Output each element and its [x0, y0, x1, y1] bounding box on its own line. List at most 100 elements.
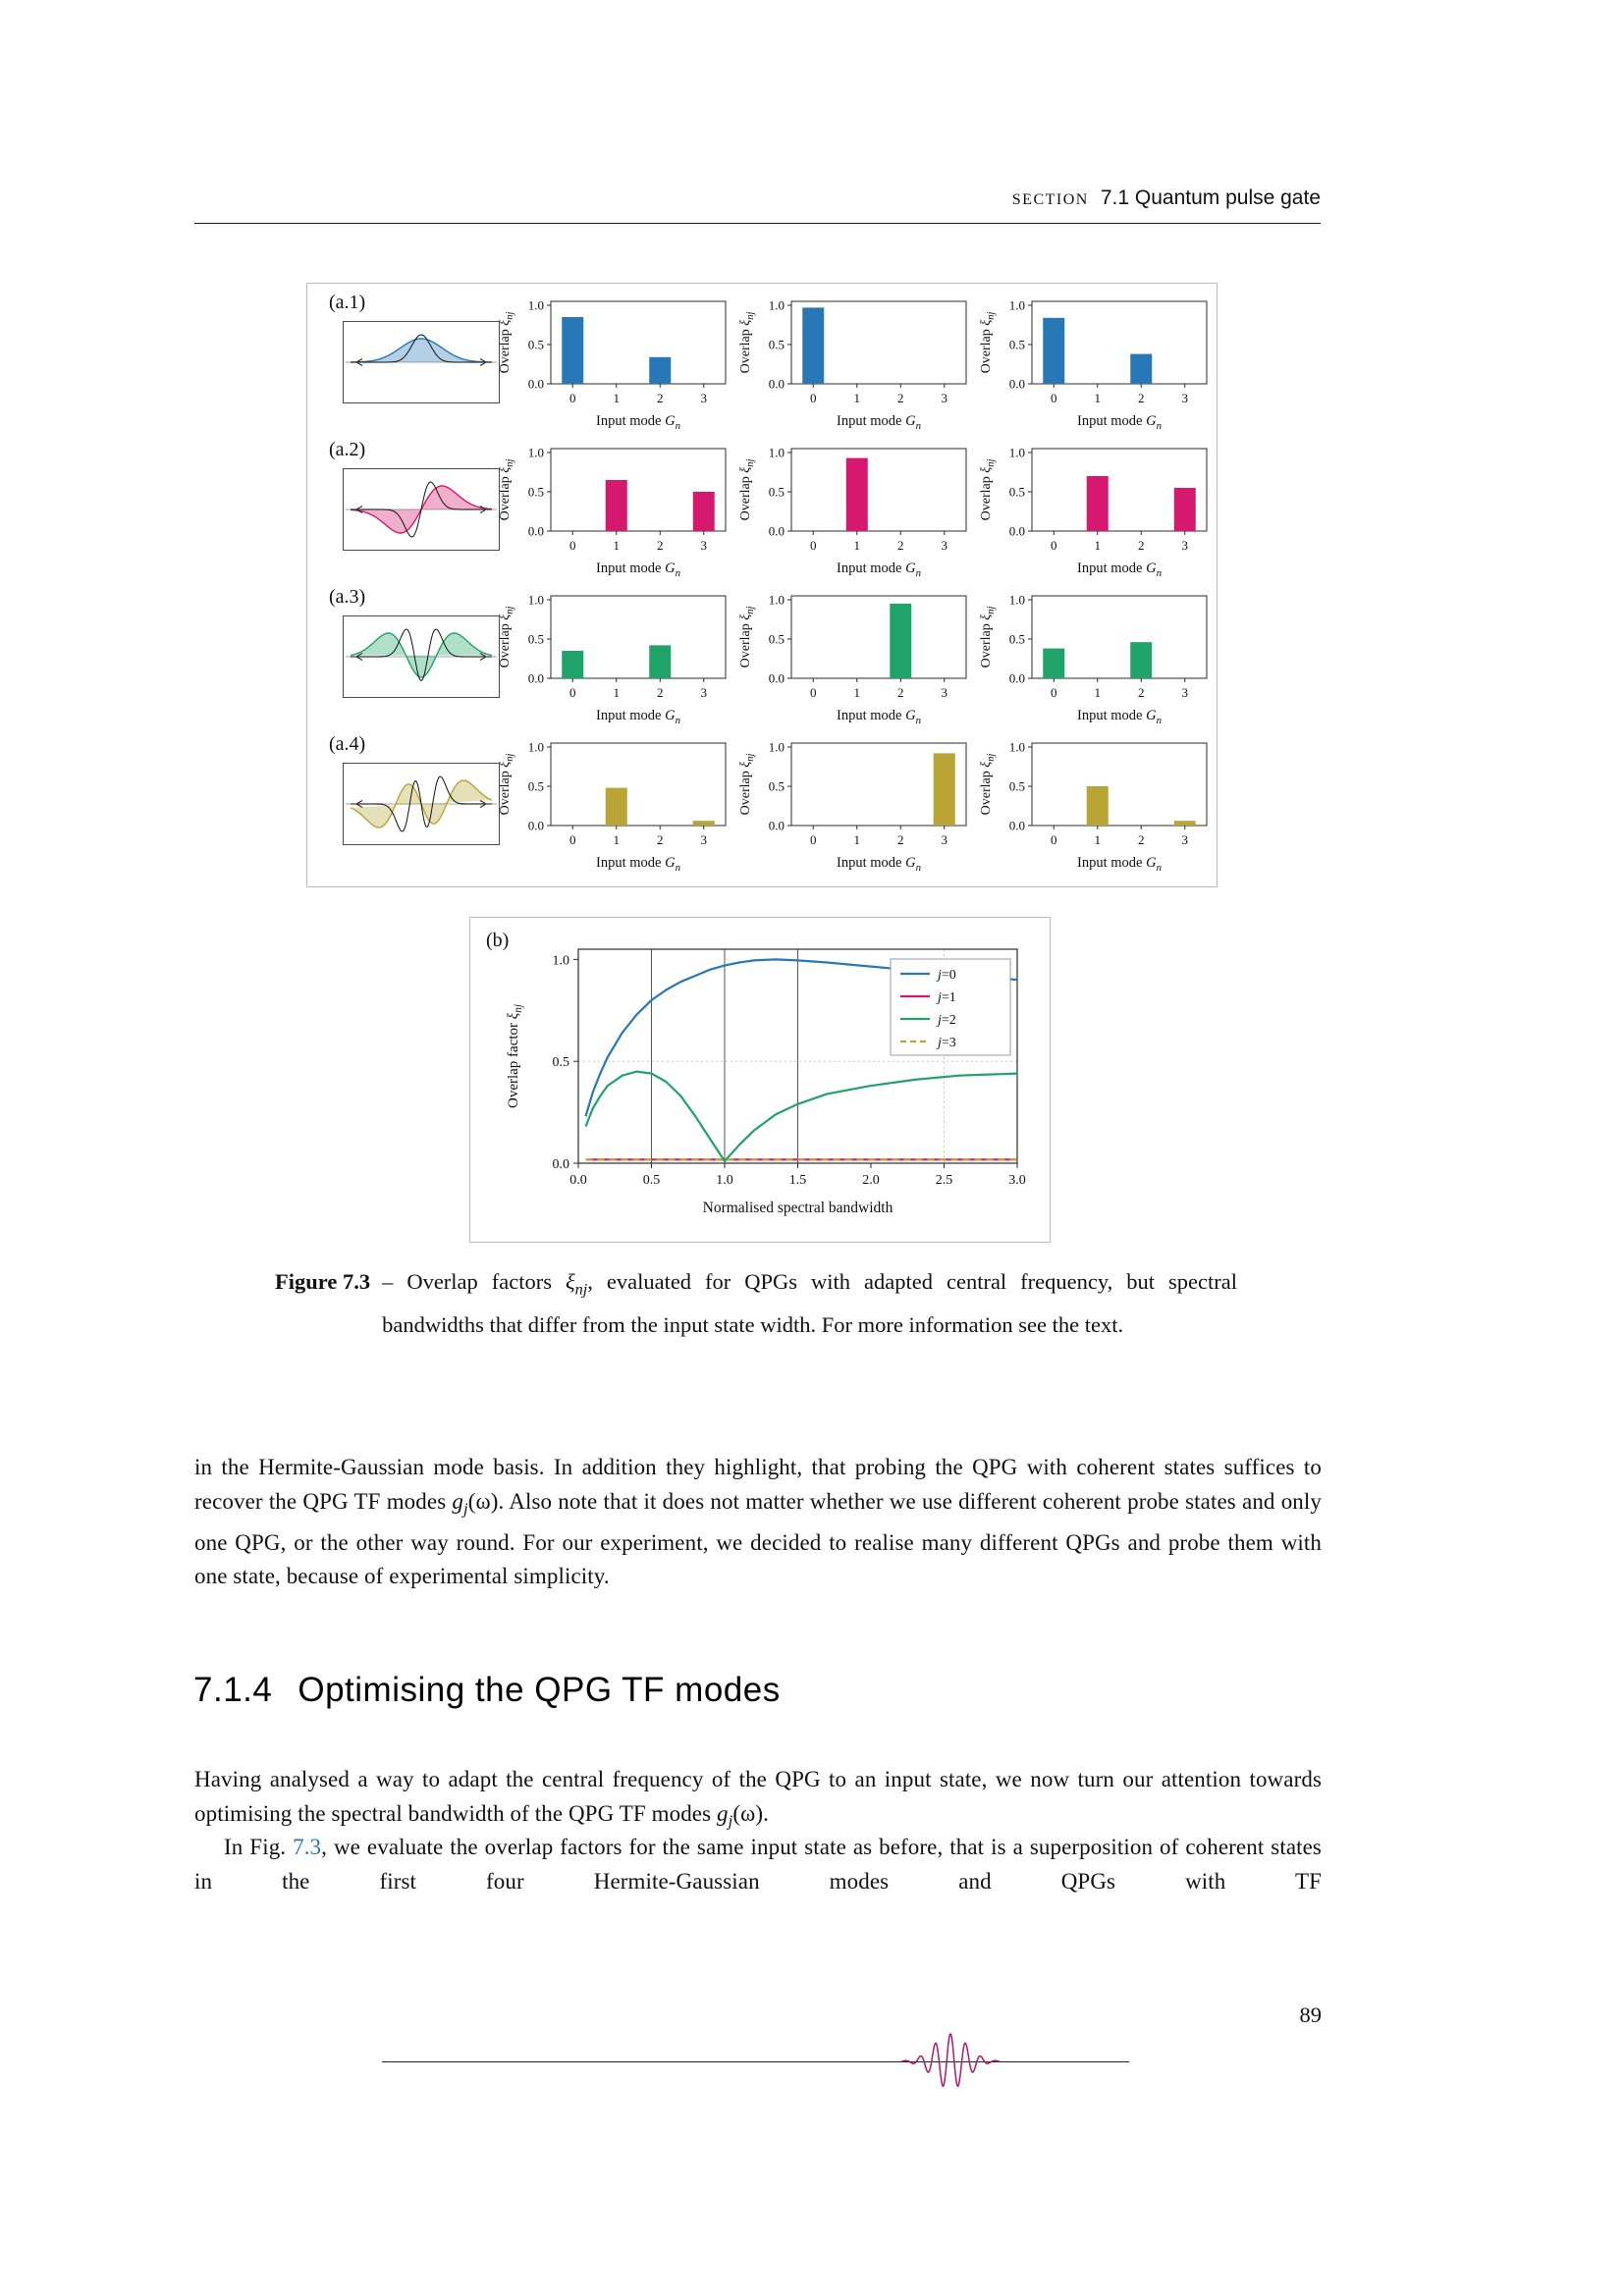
figure-caption-tag: Figure 7.3: [275, 1269, 371, 1294]
svg-text:0: 0: [1051, 685, 1057, 700]
svg-text:1: 1: [854, 685, 861, 700]
svg-text:Overlap ξnj: Overlap ξnj: [738, 312, 756, 374]
svg-text:1: 1: [614, 832, 621, 847]
svg-text:1.0: 1.0: [528, 298, 544, 313]
svg-text:3: 3: [942, 832, 948, 847]
svg-text:0: 0: [569, 538, 576, 553]
page-header: SECTION 7.1 Quantum pulse gate: [194, 187, 1321, 212]
svg-text:1: 1: [1095, 832, 1102, 847]
svg-text:0.0: 0.0: [569, 1173, 587, 1188]
panel-row-label: (a.2): [329, 439, 366, 460]
svg-text:2.0: 2.0: [862, 1173, 880, 1188]
svg-text:0: 0: [1051, 391, 1057, 405]
svg-text:0: 0: [1051, 538, 1057, 553]
svg-text:j=0: j=0: [936, 968, 956, 983]
svg-text:2: 2: [897, 391, 904, 405]
svg-text:0.0: 0.0: [553, 1157, 570, 1172]
panel-row-label: (a.4): [329, 733, 366, 755]
svg-text:0: 0: [569, 685, 576, 700]
svg-text:Input mode Gn: Input mode Gn: [1077, 708, 1162, 726]
svg-text:Input mode Gn: Input mode Gn: [837, 413, 921, 432]
svg-text:1.0: 1.0: [716, 1173, 733, 1188]
svg-text:2: 2: [1138, 832, 1145, 847]
svg-text:0.0: 0.0: [769, 671, 785, 686]
svg-text:Overlap ξnj: Overlap ξnj: [979, 754, 997, 816]
section-heading-title: Optimising the QPG TF modes: [298, 1671, 781, 1709]
svg-text:0.0: 0.0: [528, 819, 544, 833]
svg-text:2: 2: [657, 685, 664, 700]
svg-text:0.0: 0.0: [528, 671, 544, 686]
svg-text:Overlap ξnj: Overlap ξnj: [979, 459, 997, 521]
svg-text:0: 0: [810, 685, 817, 700]
section-heading: 7.1.4 Optimising the QPG TF modes: [193, 1671, 781, 1710]
svg-text:1.0: 1.0: [528, 740, 544, 755]
svg-text:0.5: 0.5: [528, 779, 544, 794]
row-left-column: (a.2): [317, 437, 500, 584]
svg-text:1.0: 1.0: [528, 593, 544, 608]
svg-text:Overlap ξnj: Overlap ξnj: [979, 607, 997, 668]
svg-text:Input mode Gn: Input mode Gn: [596, 413, 680, 432]
svg-text:2: 2: [897, 832, 904, 847]
svg-text:1.0: 1.0: [769, 446, 785, 460]
svg-text:2: 2: [1138, 538, 1145, 553]
section-heading-number: 7.1.4: [193, 1671, 273, 1709]
figure-ref-link[interactable]: 7.3: [293, 1835, 322, 1859]
svg-text:3: 3: [942, 685, 948, 700]
svg-text:0.5: 0.5: [769, 338, 785, 352]
svg-text:3: 3: [1182, 391, 1189, 405]
svg-text:2: 2: [657, 832, 664, 847]
svg-text:0.0: 0.0: [1009, 524, 1025, 539]
svg-text:Input mode Gn: Input mode Gn: [596, 855, 680, 874]
svg-text:0.0: 0.0: [769, 377, 785, 392]
row-left-column: (a.3): [317, 584, 500, 731]
svg-text:1.0: 1.0: [553, 953, 570, 968]
svg-text:0: 0: [1051, 832, 1057, 847]
svg-text:2.5: 2.5: [936, 1173, 953, 1188]
svg-text:j=1: j=1: [936, 990, 956, 1005]
svg-text:0.5: 0.5: [528, 485, 544, 500]
svg-text:Overlap ξnj: Overlap ξnj: [738, 607, 756, 668]
svg-text:1: 1: [614, 538, 621, 553]
paragraph-1: in the Hermite-Gaussian mode basis. In a…: [194, 1455, 1322, 1589]
svg-text:0.5: 0.5: [1009, 338, 1025, 352]
hg-mode-thumbnail: [343, 763, 500, 845]
svg-text:2: 2: [1138, 685, 1145, 700]
svg-text:Input mode Gn: Input mode Gn: [837, 708, 921, 726]
svg-text:1.0: 1.0: [1009, 298, 1025, 313]
section-label: SECTION: [1011, 191, 1089, 208]
svg-text:0.5: 0.5: [769, 632, 785, 647]
svg-text:Input mode Gn: Input mode Gn: [596, 708, 680, 726]
svg-text:3: 3: [1182, 685, 1189, 700]
svg-text:Overlap ξnj: Overlap ξnj: [979, 312, 997, 374]
svg-text:1.0: 1.0: [769, 593, 785, 608]
svg-text:Overlap ξnj: Overlap ξnj: [738, 459, 756, 521]
svg-text:0.0: 0.0: [528, 377, 544, 392]
svg-text:1.0: 1.0: [1009, 740, 1025, 755]
svg-text:0: 0: [810, 391, 817, 405]
svg-text:Overlap ξnj: Overlap ξnj: [498, 607, 515, 668]
section-title: 7.1 Quantum pulse gate: [1100, 187, 1321, 209]
svg-text:Overlap ξnj: Overlap ξnj: [738, 754, 756, 816]
panel-b-label: (b): [486, 930, 510, 951]
svg-text:2: 2: [657, 538, 664, 553]
svg-text:0.5: 0.5: [1009, 632, 1025, 647]
svg-text:j=3: j=3: [936, 1036, 956, 1050]
svg-text:0.5: 0.5: [553, 1055, 570, 1070]
svg-text:1: 1: [1095, 538, 1102, 553]
hg-mode-thumbnail: [343, 615, 500, 698]
svg-text:0.0: 0.0: [1009, 819, 1025, 833]
svg-text:1.0: 1.0: [1009, 593, 1025, 608]
